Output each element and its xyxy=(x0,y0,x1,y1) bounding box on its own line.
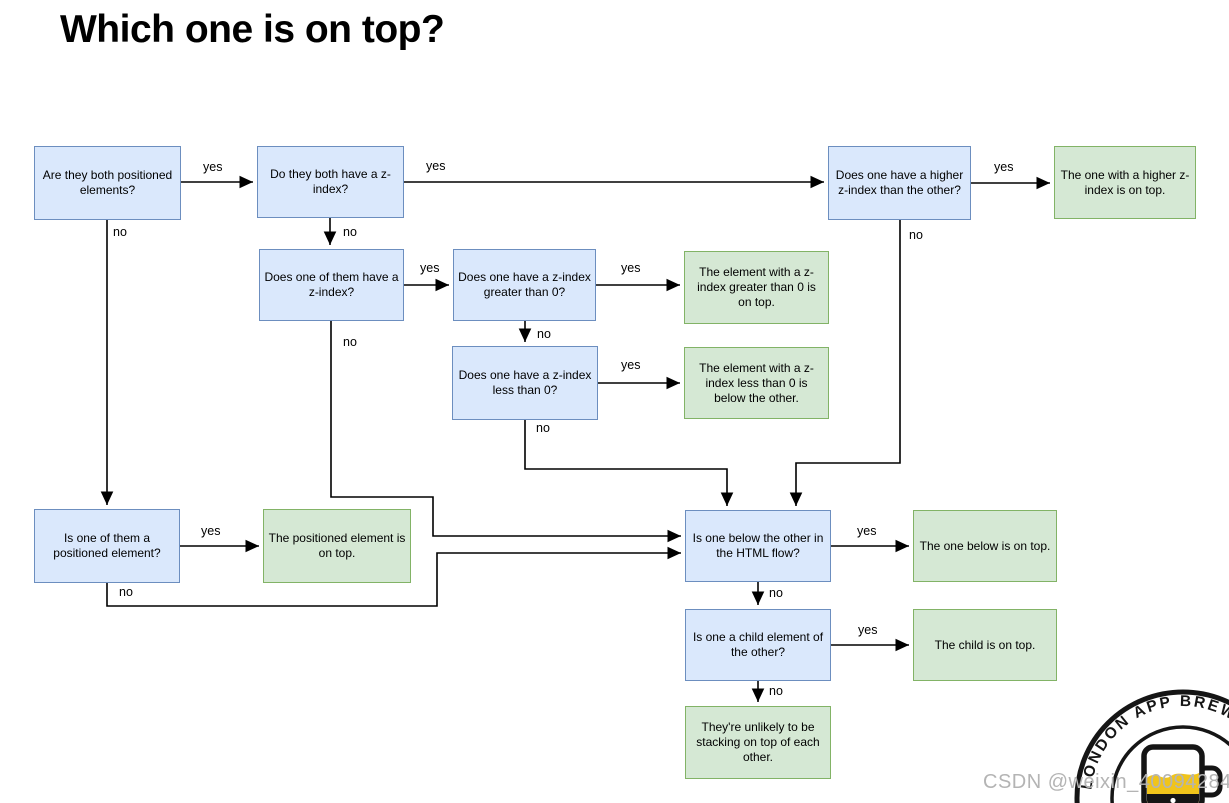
node-one-below-on-top: The one below is on top. xyxy=(913,510,1057,582)
edge-label-no: no xyxy=(769,586,783,600)
edge-label-no: no xyxy=(909,228,923,242)
node-child-on-top: The child is on top. xyxy=(913,609,1057,681)
edge-label-yes: yes xyxy=(420,261,440,275)
node-below-html-flow: Is one below the other in the HTML flow? xyxy=(685,510,831,582)
node-higher-zindex-on-top: The one with a higher z-index is on top. xyxy=(1054,146,1196,219)
edge-label-no: no xyxy=(343,335,357,349)
beer-phone-icon xyxy=(1141,744,1223,803)
edge-label-yes: yes xyxy=(203,160,223,174)
edge-label-no: no xyxy=(113,225,127,239)
connector-no-higherzindex-belowhtml xyxy=(789,220,901,506)
edge-label-yes: yes xyxy=(621,358,641,372)
node-one-positioned: Is one of them a positioned element? xyxy=(34,509,180,583)
node-zindex-less-zero: Does one have a z-index less than 0? xyxy=(452,346,598,420)
edge-label-yes: yes xyxy=(426,159,446,173)
node-positioned-on-top: The positioned element is on top. xyxy=(263,509,411,583)
connector-no-lesszero-belowhtml xyxy=(524,420,734,506)
node-both-have-zindex: Do they both have a z-index? xyxy=(257,146,404,218)
node-greater-zero-on-top: The element with a z-index greater than … xyxy=(684,251,829,324)
page-title: Which one is on top? xyxy=(60,8,445,51)
phone-home-dot xyxy=(1170,797,1176,803)
edge-label-yes: yes xyxy=(857,524,877,538)
edge-label-no: no xyxy=(343,225,357,239)
connector-no-onepositioned-belowhtml xyxy=(106,546,681,607)
connector-no-oneofthem-belowhtml xyxy=(330,321,681,543)
edge-label-yes: yes xyxy=(858,623,878,637)
london-app-brewery-badge: LONDON APP BREWERY xyxy=(1074,689,1229,803)
edge-label-yes: yes xyxy=(994,160,1014,174)
edge-label-no: no xyxy=(537,327,551,341)
edge-label-no: no xyxy=(769,684,783,698)
node-are-both-positioned: Are they both positioned elements? xyxy=(34,146,181,220)
node-unlikely-stacking: They're unlikely to be stacking on top o… xyxy=(685,706,831,779)
node-zindex-greater-zero: Does one have a z-index greater than 0? xyxy=(453,249,596,321)
node-higher-zindex: Does one have a higher z-index than the … xyxy=(828,146,971,220)
watermark: CSDN @weixin_40094284 xyxy=(983,771,1229,793)
edge-label-no: no xyxy=(536,421,550,435)
node-less-zero-below: The element with a z-index less than 0 i… xyxy=(684,347,829,419)
node-one-of-them-zindex: Does one of them have a z-index? xyxy=(259,249,404,321)
edge-label-yes: yes xyxy=(621,261,641,275)
edge-label-no: no xyxy=(119,585,133,599)
node-child-of-other: Is one a child element of the other? xyxy=(685,609,831,681)
edge-label-yes: yes xyxy=(201,524,221,538)
